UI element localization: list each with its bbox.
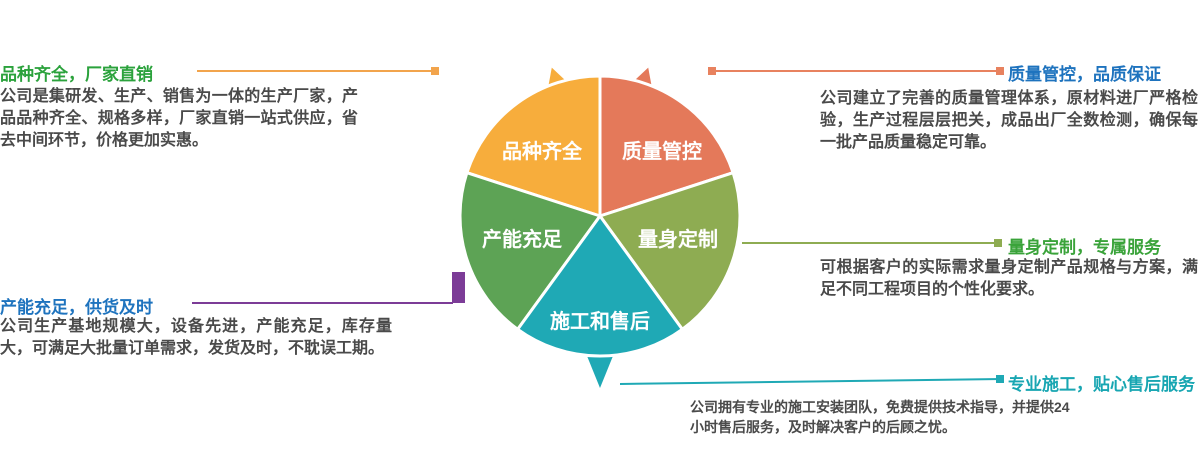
callout-title-top-right: 质量管控，品质保证 (1008, 65, 1161, 84)
petal-variety (465, 74, 602, 219)
flower-diagram: 品种齐全 质量管控 产能充足 量身定制 施工和售后 (458, 67, 742, 388)
petal-label-custom: 量身定制 (638, 227, 718, 251)
callout-body-bottom: 公司拥有专业的施工安装团队，免费提供技术指导，并提供24 小时售后服务，及时解决… (690, 397, 1195, 437)
callout-body-mid-left: 公司生产基地规模大，设备先进，产能充足，库存量大，可满足大批量订单需求，发货及时… (0, 318, 392, 357)
callout-body-top-right: 公司建立了完善的质量管理体系，原材料进厂严格检验，生产过程层层把关，成品出厂全数… (820, 90, 1198, 151)
petal-aftersale (515, 213, 685, 358)
petal-custom (597, 170, 742, 332)
callout-body-mid-right: 可根据客户的实际需求量身定制产品规格与方案，满足不同工程项目的个性化要求。 (820, 259, 1198, 298)
petal-label-variety: 品种齐全 (502, 139, 583, 163)
petal-label-quality: 质量管控 (622, 139, 702, 163)
connector-endpoint-top-right-outer (996, 67, 1004, 75)
connector-endpoint-top-left (431, 67, 439, 75)
petal-label-aftersale: 施工和售后 (550, 309, 650, 333)
callout-body-bottom-line1: 公司拥有专业的施工安装团队，免费提供技术指导，并提供24 (690, 399, 1070, 415)
petal-capacity (458, 170, 603, 332)
callout-title-bottom: 专业施工，贴心售后服务 (1008, 375, 1195, 394)
petal-label-capacity: 产能充足 (482, 227, 563, 251)
connector-endpoint-mid-right (994, 239, 1002, 247)
callout-title-top-left: 品种齐全，厂家直销 (0, 65, 153, 84)
callout-body-bottom-line2: 小时售后服务，及时解决客户的后顾之忧。 (690, 419, 956, 435)
callout-title-mid-left: 产能充足，供货及时 (0, 298, 153, 317)
callout-body-top-left: 公司是集研发、生产、销售为一体的生产厂家，产品品种齐全、规格多样，厂家直销一站式… (0, 88, 358, 149)
petal-tail-aftersale (585, 351, 615, 388)
connector-marker-capacity (452, 272, 465, 303)
petal-quality (598, 74, 735, 219)
connector-endpoint-bottom (996, 375, 1004, 383)
callout-title-mid-right: 量身定制，专属服务 (1008, 238, 1161, 257)
